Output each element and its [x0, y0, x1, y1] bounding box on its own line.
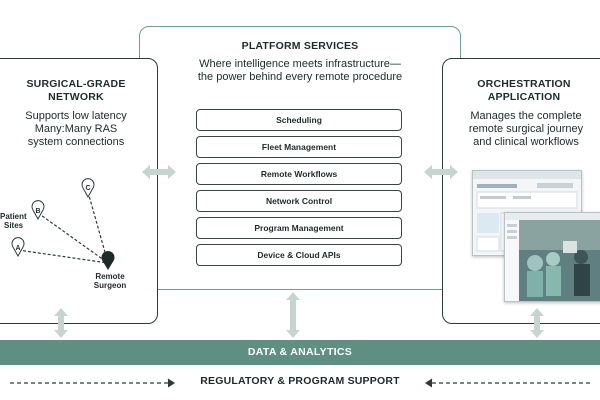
orchestration-desc-line3: and clinical workflows — [473, 136, 579, 148]
orchestration-title-line1: ORCHESTRATION — [477, 78, 571, 90]
regulatory-support-label: REGULATORY & PROGRAM SUPPORT — [200, 375, 400, 387]
link-site-b — [37, 212, 109, 264]
site-b-pin-icon — [31, 200, 45, 221]
orchestration-desc-line2: remote surgical journey — [468, 123, 584, 135]
network-platform-arrow-icon — [142, 165, 176, 179]
surgeon-label-line1: Remote — [95, 272, 125, 281]
network-title: SURGICAL-GRADE NETWORK — [0, 78, 152, 104]
site-a-pin-icon — [11, 237, 25, 258]
platform-tagline: Where intelligence meets infrastructure—… — [139, 58, 461, 84]
surgeon-label-line2: Surgeon — [93, 281, 127, 290]
orchestration-title: ORCHESTRATION APPLICATION — [448, 78, 600, 104]
platform-tagline-line2: the power behind every remote procedure — [197, 71, 403, 83]
site-c-letter: C — [85, 185, 91, 192]
service-device-cloud-apis[interactable]: Device & Cloud APIs — [196, 244, 402, 266]
network-data-arrow-icon — [54, 308, 68, 338]
network-title-line2: NETWORK — [48, 91, 104, 103]
surgeon-pin-icon — [101, 251, 115, 270]
service-program-management[interactable]: Program Management — [196, 217, 402, 239]
orchestration-description: Manages the complete remote surgical jou… — [446, 110, 600, 149]
network-title-line1: SURGICAL-GRADE — [26, 78, 126, 90]
video-call-screenshot — [504, 212, 600, 302]
network-desc-line3: system connections — [27, 136, 125, 148]
data-analytics-bar: DATA & ANALYTICS — [0, 340, 600, 365]
regulatory-right-arrowhead-icon — [168, 378, 175, 388]
site-a-letter: A — [15, 245, 21, 252]
service-remote-workflows[interactable]: Remote Workflows — [196, 163, 402, 185]
network-description: Supports low latency Many:Many RAS syste… — [0, 110, 152, 149]
service-scheduling[interactable]: Scheduling — [196, 109, 402, 131]
service-network-control[interactable]: Network Control — [196, 190, 402, 212]
network-desc-line2: Many:Many RAS — [34, 123, 118, 135]
regulatory-left-arrowhead-icon — [425, 378, 432, 388]
platform-title: PLATFORM SERVICES — [241, 40, 359, 52]
link-site-a — [17, 249, 109, 264]
platform-data-arrow-icon — [286, 292, 300, 338]
link-site-c — [87, 191, 109, 264]
patient-sites-label: Patient Sites — [0, 212, 27, 230]
network-desc-line1: Supports low latency — [25, 110, 127, 122]
site-c-pin-icon — [81, 178, 95, 199]
patient-label-line1: Patient — [0, 212, 27, 221]
orchestration-title-line2: APPLICATION — [487, 91, 561, 103]
orchestration-data-arrow-icon — [530, 308, 544, 338]
site-b-letter: B — [35, 208, 41, 215]
patient-label-line2: Sites — [4, 221, 24, 230]
surgical-network-panel — [0, 58, 158, 324]
regulatory-dashed-arrows — [10, 378, 590, 388]
remote-surgeon-label: Remote Surgeon — [88, 272, 132, 290]
video-call-art — [505, 213, 600, 301]
orchestration-desc-line1: Manages the complete — [470, 110, 582, 122]
platform-tagline-line1: Where intelligence meets infrastructure— — [199, 58, 401, 70]
platform-orchestration-arrow-icon — [424, 165, 458, 179]
network-map — [11, 178, 115, 270]
service-fleet-management[interactable]: Fleet Management — [196, 136, 402, 158]
